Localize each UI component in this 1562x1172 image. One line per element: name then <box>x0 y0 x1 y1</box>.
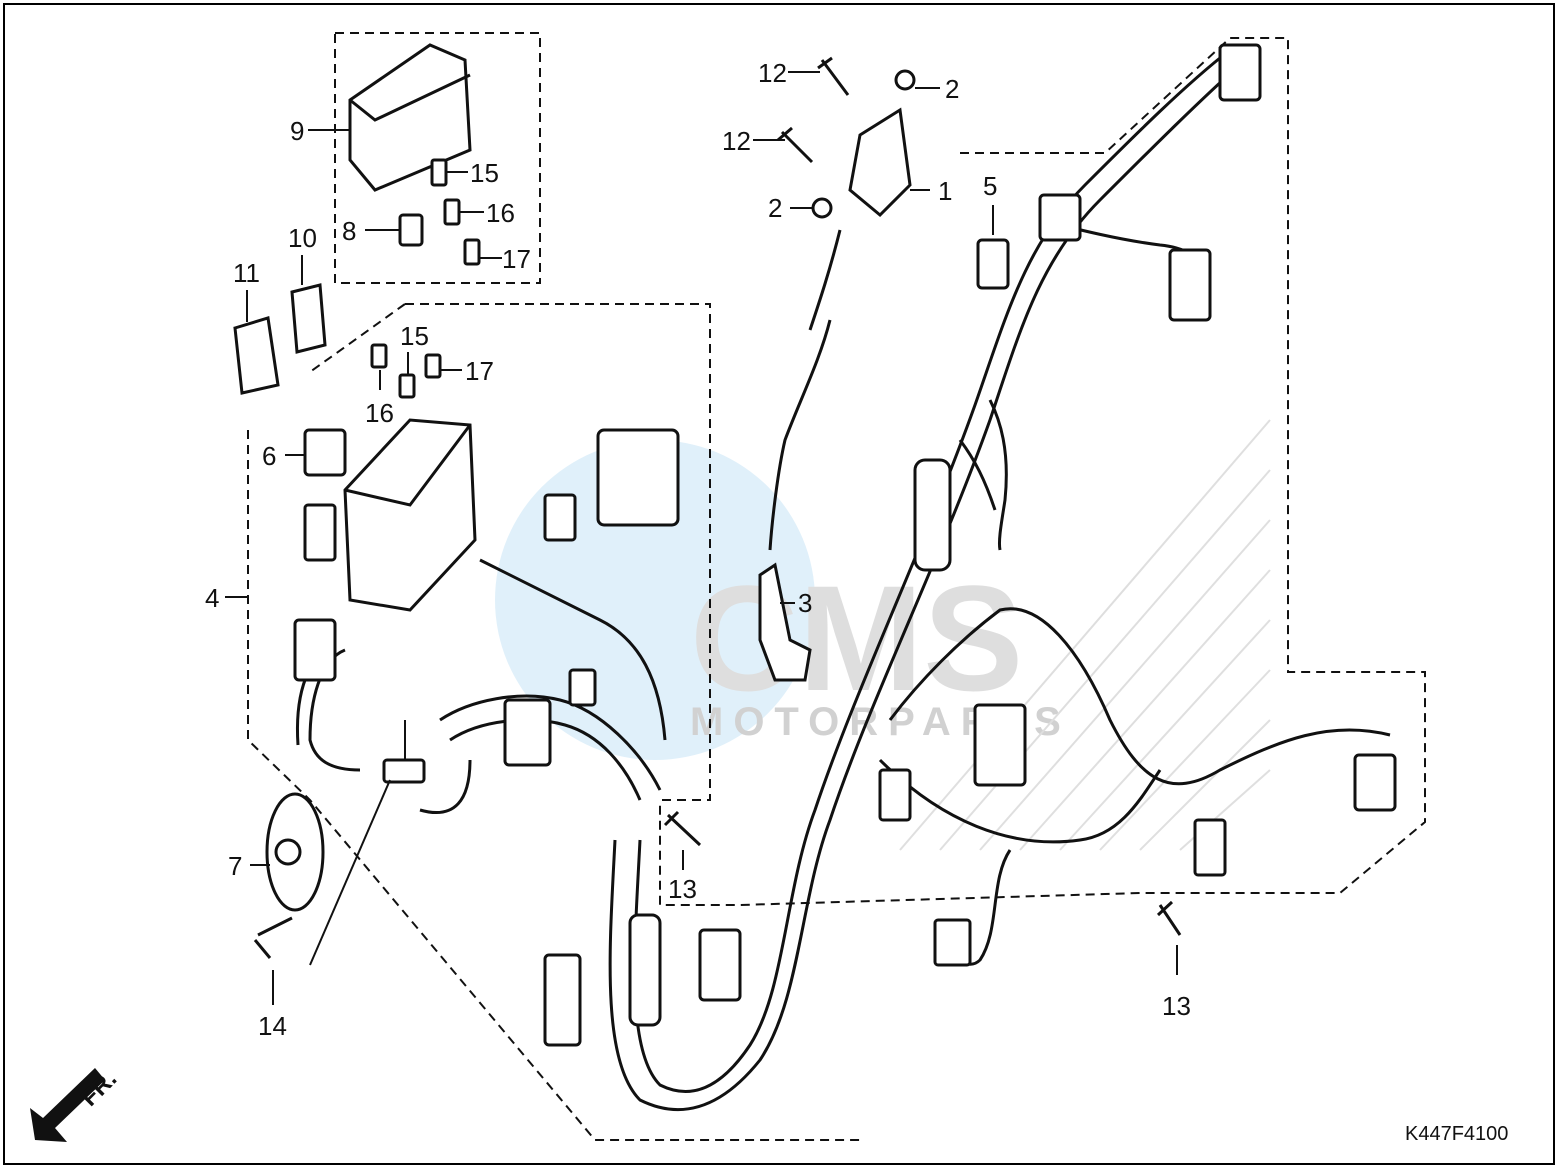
group-box-fuse-cover <box>334 32 541 284</box>
connector-icon <box>1168 248 1212 322</box>
fuse-icon <box>424 353 442 379</box>
connector-icon <box>1193 818 1227 877</box>
connector-icon <box>543 953 582 1047</box>
callout-7: 7 <box>228 851 242 881</box>
connector-icon <box>973 703 1027 787</box>
front-direction-label: FR. <box>76 1065 122 1111</box>
bolt-icon <box>817 56 850 96</box>
diagram-frame <box>3 3 1555 1165</box>
connector-icon <box>293 618 337 682</box>
fuse-icon <box>370 343 388 369</box>
callout-13: 13 <box>1162 991 1191 1021</box>
callout-11: 11 <box>233 258 260 288</box>
connector-icon <box>543 493 577 542</box>
connector-block-icon <box>596 428 680 527</box>
leader-lines <box>225 71 1178 1005</box>
clip-icon <box>894 69 916 91</box>
callout-12: 12 <box>758 58 787 88</box>
relay-5-icon <box>976 238 1010 290</box>
connector-icon <box>303 503 337 562</box>
fuse-icon <box>443 198 461 226</box>
part-code: K447F4100 <box>1405 1123 1508 1145</box>
connector-icon <box>698 928 742 1002</box>
fuse-icon <box>463 238 481 266</box>
fuse-icon <box>398 373 416 399</box>
group-outlines <box>247 32 1426 1141</box>
callout-2: 2 <box>945 74 959 104</box>
callout-6: 6 <box>262 441 276 471</box>
fuse-box-icon <box>343 418 477 612</box>
callout-16: 16 <box>486 198 515 228</box>
callout-5: 5 <box>983 171 997 201</box>
connector-icon <box>503 698 552 767</box>
harness-sleeve-icon <box>628 913 662 1027</box>
bolt-icon <box>777 126 814 164</box>
callout-13: 13 <box>668 874 697 904</box>
ignition-coil-icon <box>848 107 912 218</box>
spark-plug-cap-icon <box>758 562 812 682</box>
relay-10-icon <box>290 283 327 354</box>
fuse-box-cover-icon <box>348 43 472 192</box>
callout-15: 15 <box>470 158 499 188</box>
callout-16: 16 <box>365 398 394 428</box>
bolt-icon <box>663 810 702 847</box>
watermark-wing-icon <box>899 419 1271 851</box>
callout-3: 3 <box>798 588 812 618</box>
callout-14: 14 <box>258 1011 287 1041</box>
connector-icon <box>878 768 912 822</box>
callout-12: 12 <box>722 126 751 156</box>
main-harness <box>296 48 1391 1112</box>
connector-icon <box>1038 193 1082 242</box>
group-box-right <box>659 37 1426 906</box>
callout-1: 1 <box>938 176 952 206</box>
clip-icon <box>811 197 833 219</box>
connector-icon <box>568 668 597 707</box>
bolt-icon <box>253 916 293 959</box>
front-direction-arrow-icon: FR. <box>30 1065 122 1142</box>
harness-sleeve-icon <box>913 458 952 572</box>
clip-icon <box>398 213 424 247</box>
callout-15: 15 <box>400 321 429 351</box>
relay-11-icon <box>233 316 280 395</box>
callout-17: 17 <box>502 244 531 274</box>
relay-6-icon <box>303 428 347 477</box>
callout-9: 9 <box>290 116 304 146</box>
fuse-icon <box>430 158 448 187</box>
callout-2: 2 <box>768 193 782 223</box>
fuse-icon <box>382 758 426 784</box>
connector-icon <box>1218 43 1262 102</box>
group-box-left <box>247 430 860 1141</box>
connector-icon <box>1353 753 1397 812</box>
callout-4: 4 <box>205 583 219 613</box>
callout-8: 8 <box>342 216 356 246</box>
group-box-left-top <box>405 303 711 801</box>
callout-17: 17 <box>465 356 494 386</box>
components <box>233 43 1397 1047</box>
bolt-icon <box>1156 900 1182 936</box>
connector-icon <box>933 918 972 967</box>
callout-10: 10 <box>288 223 317 253</box>
callouts: 1 2 2 3 4 5 6 7 8 9 10 11 12 12 13 13 14… <box>205 58 1191 1041</box>
